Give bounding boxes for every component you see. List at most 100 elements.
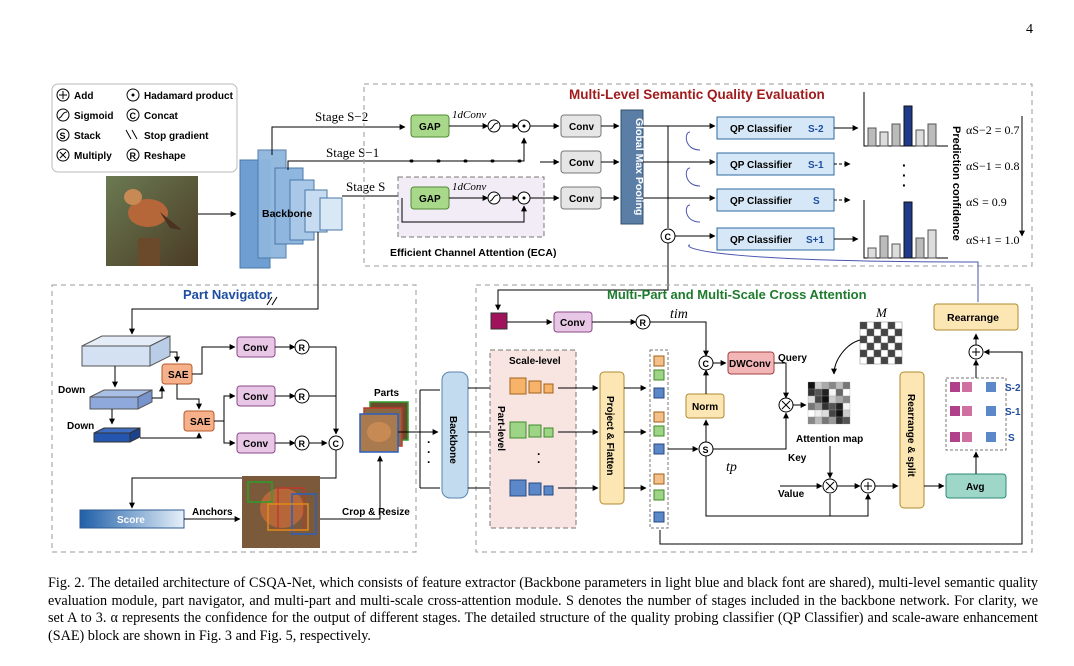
attention-cell: [842, 409, 851, 418]
rearrange-label: Rearrange: [947, 312, 999, 324]
conv-label-3: Conv: [569, 194, 594, 205]
stage-s1-label: Stage S−1: [326, 145, 379, 160]
svg-text:R: R: [299, 392, 306, 402]
nav-conv-label-1: Conv: [243, 343, 268, 354]
legend-concat: Concat: [144, 111, 179, 122]
svg-text:C: C: [130, 111, 137, 121]
svg-text:·: ·: [427, 435, 431, 449]
mask-cell: [887, 328, 896, 337]
attention-cell: [835, 381, 844, 390]
conv-label-1: Conv: [569, 122, 594, 133]
rearrange-split-label: Rearrange & split: [905, 394, 916, 477]
parts-label: Parts: [374, 388, 399, 399]
legend-hadamard: Hadamard product: [144, 91, 234, 102]
mlsqe-panel: [363, 83, 1033, 267]
mask-cell: [866, 328, 875, 337]
conv1d-label-1: 1dConv: [452, 109, 486, 121]
sigmoid-op-1: [487, 119, 501, 133]
rearrange-split-box: [899, 371, 925, 509]
attention-cell: [807, 388, 816, 397]
mask-cell: [873, 342, 882, 351]
attention-map: [807, 381, 851, 425]
qp-stage-0: S-2: [808, 124, 824, 135]
dwconv-label: DWConv: [729, 359, 771, 370]
attention-cell: [835, 388, 844, 397]
stage-tag-0: S-2: [1005, 383, 1021, 394]
legend-panel: Add Sigmoid S Stack Multiply Hadamard pr…: [51, 83, 238, 173]
mask-cell: [859, 356, 868, 365]
attention-cell: [842, 402, 851, 411]
alpha-1: αS−1 = 0.8: [966, 159, 1020, 173]
project-flatten-box: [599, 371, 625, 505]
legend-sigmoid: Sigmoid: [74, 111, 113, 122]
mask-cell: [894, 356, 903, 365]
mask-cell: [866, 356, 875, 365]
mask-cell: [894, 321, 903, 330]
svg-text:·: ·: [537, 447, 541, 461]
nav-conv-boxes: Conv Conv Conv: [236, 336, 276, 454]
mask-cell: [894, 328, 903, 337]
mask-cell: [880, 328, 889, 337]
cross-attention-panel: [475, 284, 1033, 553]
stage-s2-label: Stage S−2: [315, 109, 368, 124]
attention-cell: [828, 416, 837, 425]
query-label: Query: [778, 353, 807, 364]
attention-cell: [835, 402, 844, 411]
mask-cell: [880, 335, 889, 344]
part-navigator-title: Part Navigator: [183, 287, 272, 302]
reshape-ops: R R R: [294, 339, 310, 451]
page-number: 4: [1026, 22, 1033, 37]
architecture-diagram: Add Sigmoid S Stack Multiply Hadamard pr…: [51, 83, 1033, 553]
svg-text:R: R: [299, 343, 306, 353]
key-label: Key: [788, 453, 807, 464]
attention-cell: [835, 416, 844, 425]
prediction-histogram-bottom: [863, 200, 948, 259]
svg-text:·: ·: [902, 177, 907, 193]
image-feature-token: [490, 312, 508, 330]
mask-cell: [894, 349, 903, 358]
part-navigator-panel: [51, 284, 417, 553]
backbone-label: Backbone: [262, 208, 312, 220]
attention-cell: [807, 381, 816, 390]
rearrange-box: [933, 303, 1019, 331]
svg-text:R: R: [130, 151, 137, 161]
mask-cell: [880, 321, 889, 330]
mask-cell: [880, 356, 889, 365]
svg-text:R: R: [299, 439, 306, 449]
qp-label-1: QP Classifier: [730, 160, 792, 171]
attention-map-label: Attention map: [796, 434, 863, 445]
mask-cell: [859, 349, 868, 358]
svg-text:S: S: [60, 131, 66, 141]
parts-crops: [359, 401, 409, 453]
svg-text:C: C: [665, 232, 672, 242]
avg-label: Avg: [966, 482, 985, 493]
scale-cubes: [509, 377, 554, 497]
gap-label-1: GAP: [419, 122, 441, 133]
conv1d-label-2: 1dConv: [452, 181, 486, 193]
token-column: [649, 349, 669, 529]
mask-cell: [859, 321, 868, 330]
attention-cell: [807, 409, 816, 418]
attention-cell: [807, 395, 816, 404]
attention-cell: [821, 395, 830, 404]
sae-label-1: SAE: [168, 370, 189, 381]
mask-cell: [894, 335, 903, 344]
attention-cell: [835, 395, 844, 404]
mask-cell: [887, 335, 896, 344]
mask-cell: [859, 328, 868, 337]
figure-caption: Fig. 2. The detailed architecture of CSQ…: [48, 575, 1038, 644]
attention-cell: [828, 402, 837, 411]
gmp-label: Global Max Pooling: [633, 118, 645, 215]
mask-cell: [873, 349, 882, 358]
crop-resize-label: Crop & Resize: [342, 507, 410, 518]
stage-tag-1: S-1: [1005, 407, 1021, 418]
mask-cell: [866, 342, 875, 351]
value-label: Value: [778, 489, 805, 500]
alpha-3: αS+1 = 1.0: [966, 233, 1020, 247]
backbone-part-label: Backbone: [447, 416, 458, 464]
stage-tag-2: S: [1008, 433, 1015, 444]
alpha-0: αS−2 = 0.7: [966, 123, 1020, 137]
qp-classifiers: QP Classifier S-2 QP Classifier S-1 QP C…: [716, 116, 835, 251]
qp-stage-2: S: [813, 196, 820, 207]
anchors-image: [242, 476, 320, 548]
